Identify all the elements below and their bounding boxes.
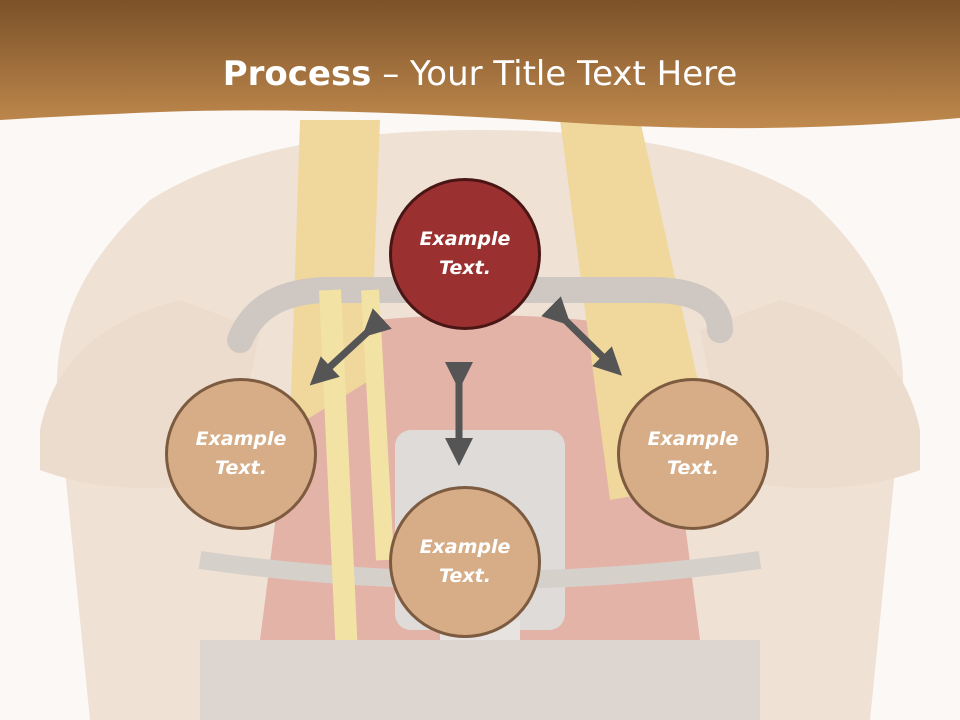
process-node-left: Example Text. bbox=[165, 378, 317, 530]
process-node-top-label: Example Text. bbox=[419, 228, 511, 279]
double-arrow-icon bbox=[541, 296, 622, 376]
slide-title: Process – Your Title Text Here bbox=[0, 52, 960, 96]
double-arrow-icon bbox=[309, 308, 392, 386]
process-node-left-label: Example Text. bbox=[195, 428, 287, 479]
process-node-top: Example Text. bbox=[389, 178, 541, 330]
process-node-bottom: Example Text. bbox=[389, 486, 541, 638]
process-node-right-label: Example Text. bbox=[647, 428, 739, 479]
process-node-bottom-label: Example Text. bbox=[419, 536, 511, 587]
header-band bbox=[0, 0, 960, 129]
process-node-right: Example Text. bbox=[617, 378, 769, 530]
title-rest: – Your Title Text Here bbox=[371, 54, 738, 94]
title-bold: Process bbox=[222, 54, 372, 94]
